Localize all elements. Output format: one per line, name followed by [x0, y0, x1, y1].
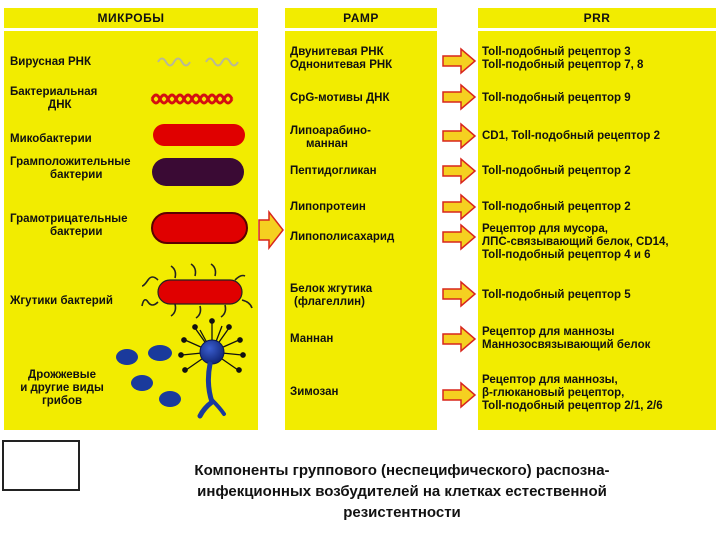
mycobacteria-rod-icon [153, 124, 245, 146]
central-arrow-icon [258, 209, 284, 251]
pamp-prr-arrows [442, 47, 477, 409]
figure-caption: Компоненты группового (неспецифического)… [86, 460, 718, 523]
header-divider [285, 28, 437, 31]
arrow-right-icon [442, 381, 477, 409]
arrow-right-icon [442, 83, 477, 111]
prr-cd1-tlr-2: CD1, Toll-подобный рецептор 2 [482, 130, 661, 142]
pamp-header: PAMP [285, 8, 437, 28]
microbe-label-mycobacteria: Микобактерии [10, 133, 92, 145]
caption-line: резистентности [343, 504, 461, 521]
arrow-right-icon [442, 325, 477, 353]
prr-tlr-2-peptidoglycan: Toll-подобный рецептор 2 [482, 165, 631, 177]
gram-negative-rod-icon [151, 212, 248, 244]
microbe-label-gram-negative: Грамотрицательные бактерии [10, 213, 128, 238]
mold-sporangium-icon [178, 318, 246, 419]
gram-positive-rod-icon [152, 158, 244, 186]
arrow-right-icon [442, 122, 477, 150]
prr-tlr-5: Toll-подобный рецептор 5 [482, 289, 631, 301]
flagellated-bacterium-body-icon [157, 279, 243, 305]
yeast-cell-icon [148, 345, 172, 361]
microbes-header: МИКРОБЫ [4, 8, 258, 28]
pamp-lps: Липополисахарид [290, 231, 395, 243]
microbe-label-viral-rna: Вирусная РНК [10, 56, 91, 68]
caption-line: инфекционных возбудителей на клетках ест… [197, 483, 607, 500]
image-placeholder-box [2, 440, 80, 491]
arrow-right-icon [442, 47, 477, 75]
arrow-right-icon [442, 223, 477, 251]
viral-rna-wave-icon [205, 57, 239, 67]
header-divider [478, 28, 716, 31]
yeast-cell-icon [131, 375, 153, 391]
flagellated-bacterium-icon [141, 263, 253, 319]
prr-tlr-2-lipoprotein: Toll-подобный рецептор 2 [482, 201, 631, 213]
prr-scavenger-cd14-tlr-4-6: Рецептор для мусора,ЛПС-связывающий бело… [482, 223, 669, 261]
microbe-label-fungi: Дрожжевые и другие виды грибов [20, 369, 104, 407]
arrow-right-icon [442, 157, 477, 185]
pamp-lipoarabinomannan: Липоарабино-маннан [290, 125, 371, 150]
pamp-cpg: CpG-мотивы ДНК [290, 92, 390, 104]
viral-rna-wave-icon [157, 57, 191, 67]
microbe-label-bacterial-dna: Бактериальная ДНК [10, 86, 98, 111]
caption-line: Компоненты группового (неспецифического)… [194, 462, 610, 479]
pamp-peptidoglycan: Пептидогликан [290, 165, 377, 177]
arrow-right-icon [442, 193, 477, 221]
arrow-right-icon [442, 280, 477, 308]
yeast-cell-icon [116, 349, 138, 365]
microbe-label-gram-positive: Грамположительные бактерии [10, 156, 131, 181]
microbe-illustrations [116, 47, 477, 419]
pamp-mannan: Маннан [290, 333, 334, 345]
pamp-flagellin: Белок жгутика(флагеллин) [290, 283, 373, 308]
prr-header: PRR [478, 8, 716, 28]
yeast-cell-icon [159, 391, 181, 407]
pamp-zymosan: Зимозан [290, 386, 339, 398]
prr-tlr-9: Toll-подобный рецептор 9 [482, 92, 631, 104]
bacterial-dna-helix-icon [150, 93, 234, 105]
header-divider [4, 28, 258, 31]
prr-mannose-glucan-tlr-2: Рецептор для маннозы,β-глюкановый рецепт… [482, 374, 663, 412]
microbe-label-flagella: Жгутики бактерий [10, 295, 113, 307]
pamp-lipoprotein: Липопротеин [290, 201, 366, 213]
